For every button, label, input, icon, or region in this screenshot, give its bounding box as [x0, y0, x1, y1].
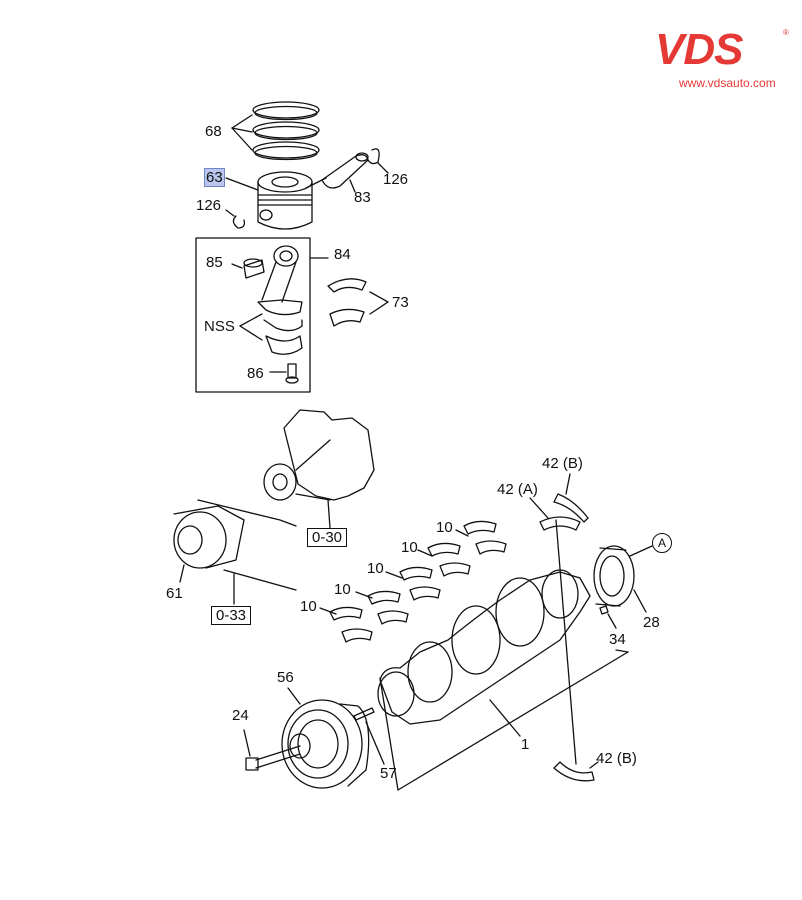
snap-ring-top[interactable]	[367, 148, 380, 165]
piston[interactable]	[257, 171, 313, 230]
callout-10-b[interactable]: 10	[334, 581, 351, 598]
callout-85[interactable]: 85	[206, 254, 223, 271]
thrust-washers[interactable]	[539, 493, 595, 782]
piston-pin[interactable]	[321, 152, 369, 189]
callout-42a[interactable]: 42 (A)	[497, 481, 538, 498]
callout-10-d[interactable]: 10	[401, 539, 418, 556]
callout-86[interactable]: 86	[247, 365, 264, 382]
snap-ring-left[interactable]	[232, 215, 246, 229]
callout-126-left[interactable]: 126	[196, 197, 222, 214]
callout-10-a[interactable]: 10	[300, 598, 317, 615]
callout-73[interactable]: 73	[392, 294, 409, 311]
crank-pulley[interactable]	[281, 699, 370, 789]
crank-pin[interactable]	[353, 707, 375, 721]
callout-10-e[interactable]: 10	[436, 519, 453, 536]
piston-rings[interactable]	[252, 101, 320, 161]
crank-gear[interactable]	[593, 545, 635, 607]
callout-10-c[interactable]: 10	[367, 560, 384, 577]
callout-56[interactable]: 56	[277, 669, 294, 686]
connecting-rod[interactable]	[257, 245, 303, 332]
conrod-group-box	[195, 237, 311, 393]
brand-url[interactable]: www.vdsauto.com	[679, 76, 776, 90]
fan-pulley[interactable]	[173, 499, 297, 591]
crank-key[interactable]	[599, 605, 609, 615]
callout-42b-bottom[interactable]: 42 (B)	[596, 750, 637, 767]
ref-box-0-30[interactable]: 0-30	[307, 528, 348, 547]
callout-circle-a[interactable]: A	[652, 533, 672, 553]
main-bearings[interactable]	[329, 520, 507, 643]
callout-63[interactable]: 63	[204, 168, 225, 187]
conrod-bearings[interactable]	[327, 278, 367, 327]
callout-61[interactable]: 61	[166, 585, 183, 602]
callout-83[interactable]: 83	[354, 189, 371, 206]
ref-box-0-33[interactable]: 0-33	[211, 606, 252, 625]
callout-84[interactable]: 84	[334, 246, 351, 263]
callout-nss[interactable]: NSS	[204, 318, 235, 335]
crankshaft[interactable]	[377, 569, 591, 725]
pulley-bolt[interactable]	[245, 745, 301, 771]
callout-24[interactable]: 24	[232, 707, 249, 724]
callout-1[interactable]: 1	[521, 736, 530, 753]
conrod-bolt[interactable]	[285, 363, 299, 384]
conrod-cap[interactable]	[265, 335, 303, 355]
callout-68[interactable]: 68	[205, 123, 222, 140]
brand-registered-mark: ®	[783, 28, 789, 37]
conrod-bushing[interactable]	[243, 258, 265, 279]
callout-28[interactable]: 28	[643, 614, 660, 631]
brand-logo-text: VDS	[655, 25, 743, 74]
brand-logo: VDS ® www.vdsauto.com	[655, 26, 790, 96]
callout-126-top[interactable]: 126	[383, 171, 409, 188]
callout-34[interactable]: 34	[609, 631, 626, 648]
callout-42b-top[interactable]: 42 (B)	[542, 455, 583, 472]
callout-57[interactable]: 57	[380, 765, 397, 782]
callout-63-highlight[interactable]: 63	[204, 168, 225, 187]
water-pump[interactable]	[263, 409, 375, 529]
